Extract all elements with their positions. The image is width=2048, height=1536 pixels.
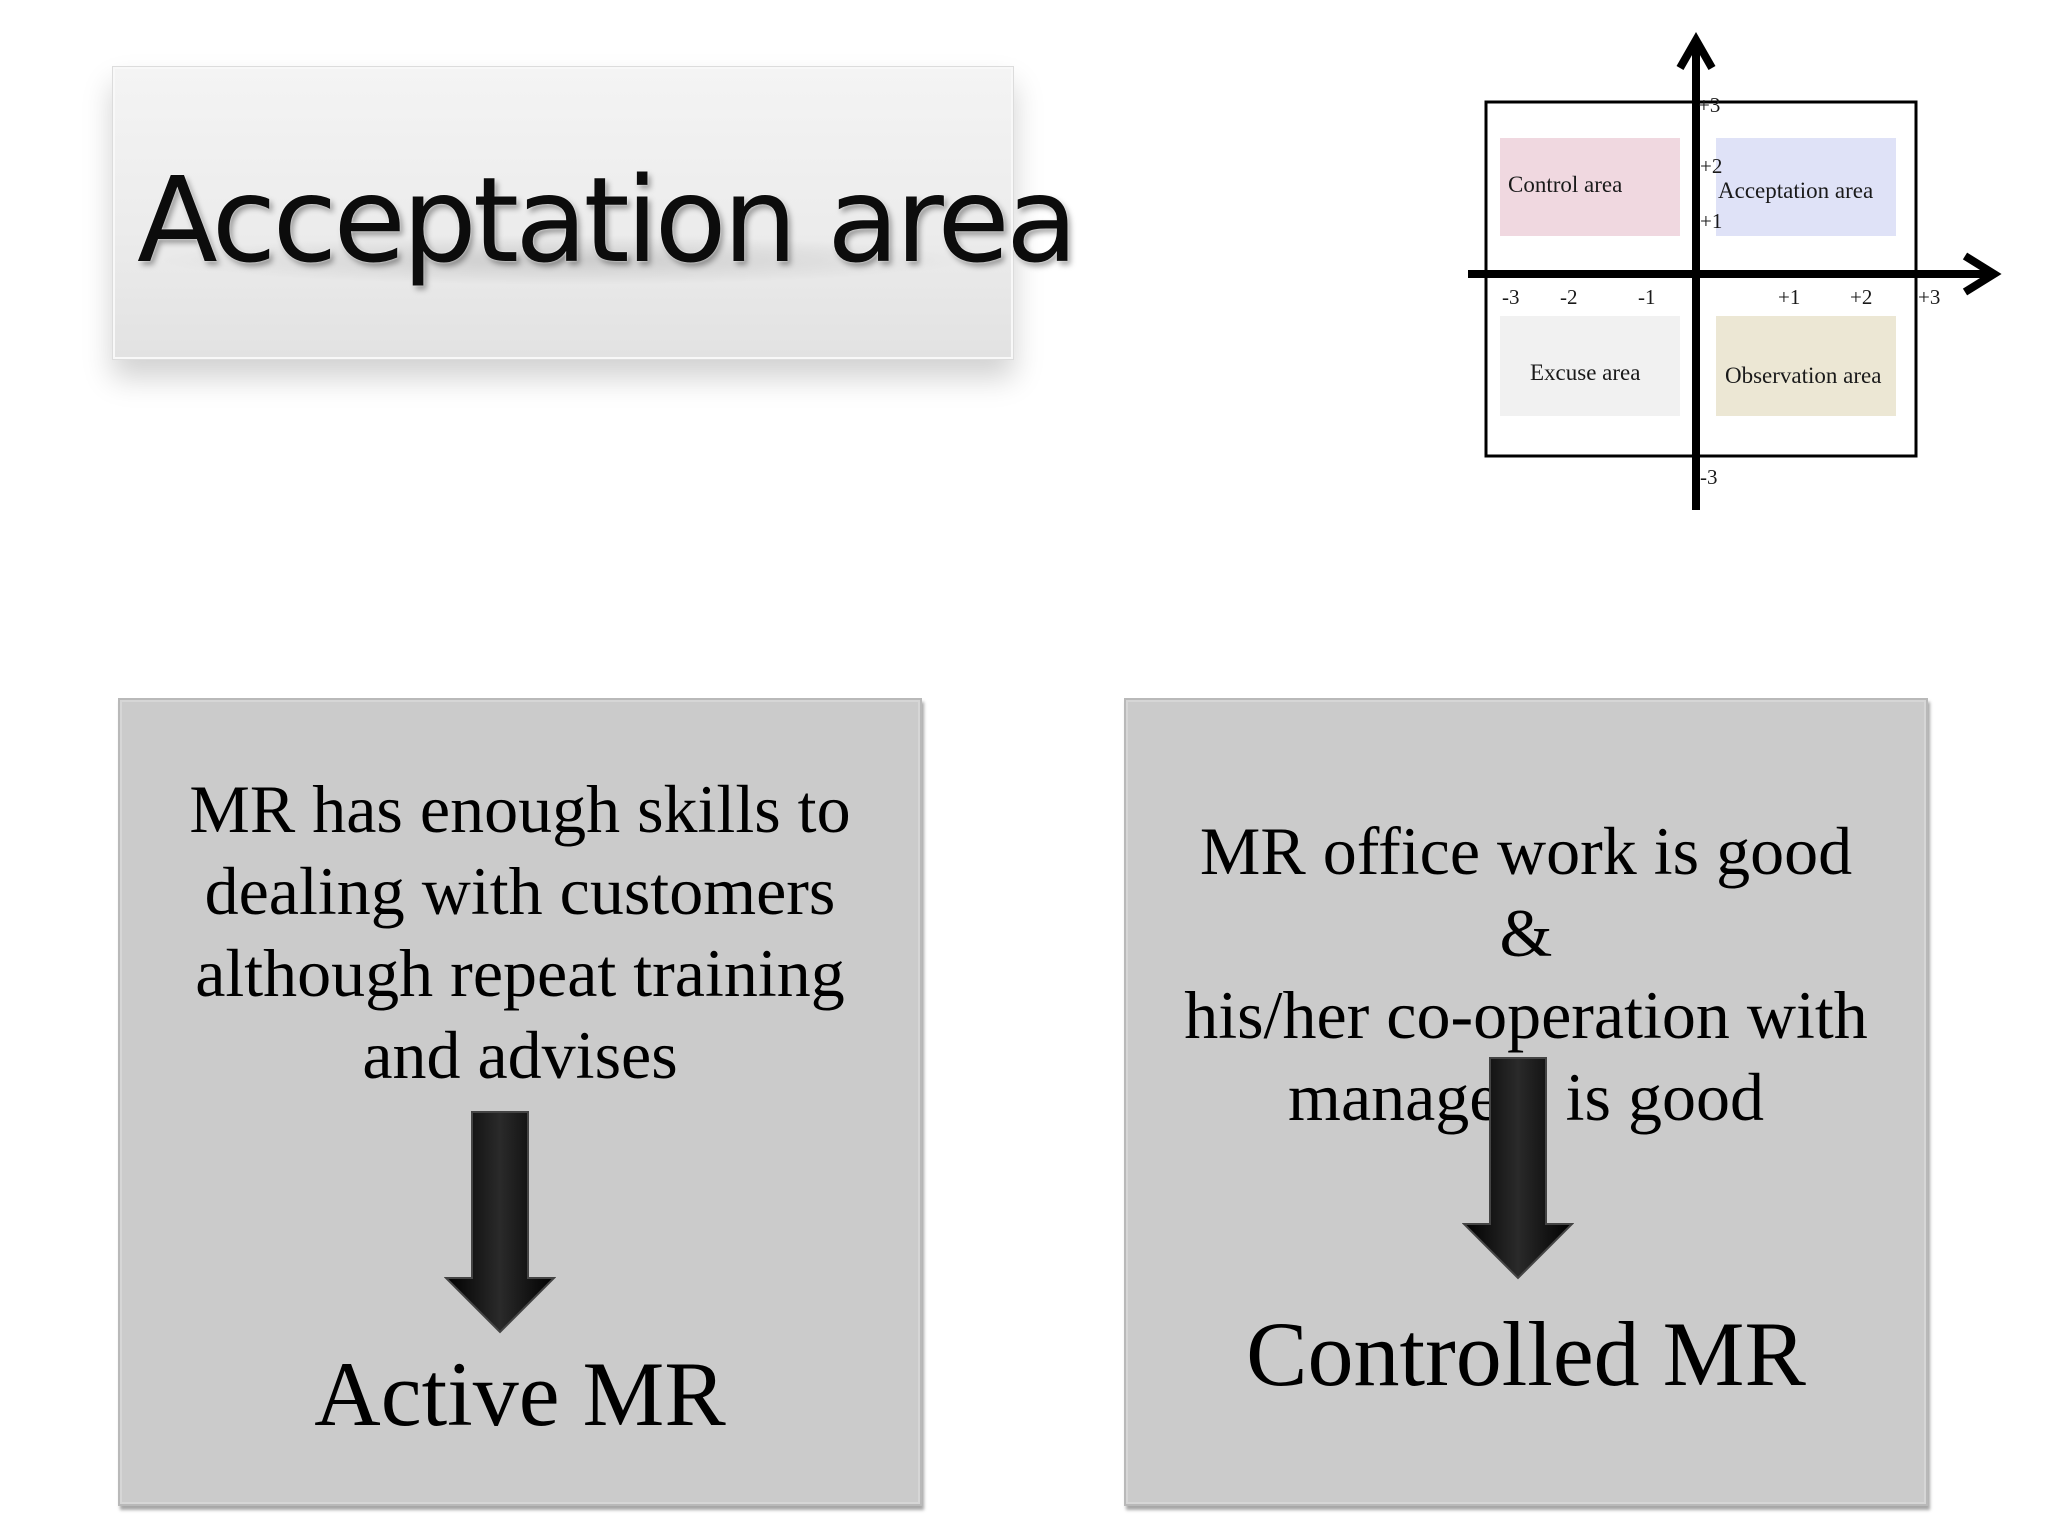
area-control-fill [1500,138,1680,236]
page-title: Acceptation area [137,151,1078,289]
area-observation-fill [1716,316,1896,416]
active-mr-description: MR has enough skills to dealing with cus… [160,768,880,1096]
x-tick-label: +1 [1778,285,1800,309]
description-line: dealing with customers [204,853,836,929]
y-tick-label: +3 [1698,93,1720,117]
controlled-mr-description: MR office work is good & his/her co-oper… [1166,810,1886,1138]
controlled-mr-result: Controlled MR [1246,1303,1806,1405]
description-line: and advises [362,1017,678,1093]
quadrant-diagram: Control area Acceptation area Excuse are… [1460,28,2008,518]
title-plate: Acceptation area [112,66,1078,360]
x-tick-label: -1 [1638,285,1656,309]
y-axis-arrowhead [1676,31,1716,70]
area-label-control: Control area [1508,172,1622,197]
area-label-observation: Observation area [1725,363,1881,388]
description-line: his/her co-operation with [1184,977,1868,1053]
y-tick-label: -3 [1700,465,1718,489]
area-label-acceptation: Acceptation area [1718,178,1873,203]
description-line: MR has enough skills to [189,771,851,847]
active-mr-card: MR has enough skills to dealing with cus… [118,698,922,1506]
area-excuse-fill [1500,316,1680,416]
active-mr-result: Active MR [314,1343,726,1445]
x-tick-label: +3 [1918,285,1940,309]
area-acceptation-fill [1716,138,1896,236]
quadrant-frame [1484,100,1918,458]
description-line: although repeat training [195,935,845,1011]
down-arrow-icon [1462,1057,1574,1280]
x-tick-label: -2 [1560,285,1578,309]
x-tick-label: -3 [1502,285,1520,309]
y-tick-label: +2 [1700,154,1722,178]
x-tick-label: +2 [1850,285,1872,309]
y-tick-label: +1 [1700,209,1722,233]
down-arrow-icon [444,1111,556,1334]
controlled-mr-card: MR office work is good & his/her co-oper… [1124,698,1928,1506]
area-label-excuse: Excuse area [1530,360,1640,385]
description-line: MR office work is good & [1199,813,1853,971]
x-axis-arrowhead [1962,252,2002,296]
quadrant-svg: Control area Acceptation area Excuse are… [1468,31,2002,510]
